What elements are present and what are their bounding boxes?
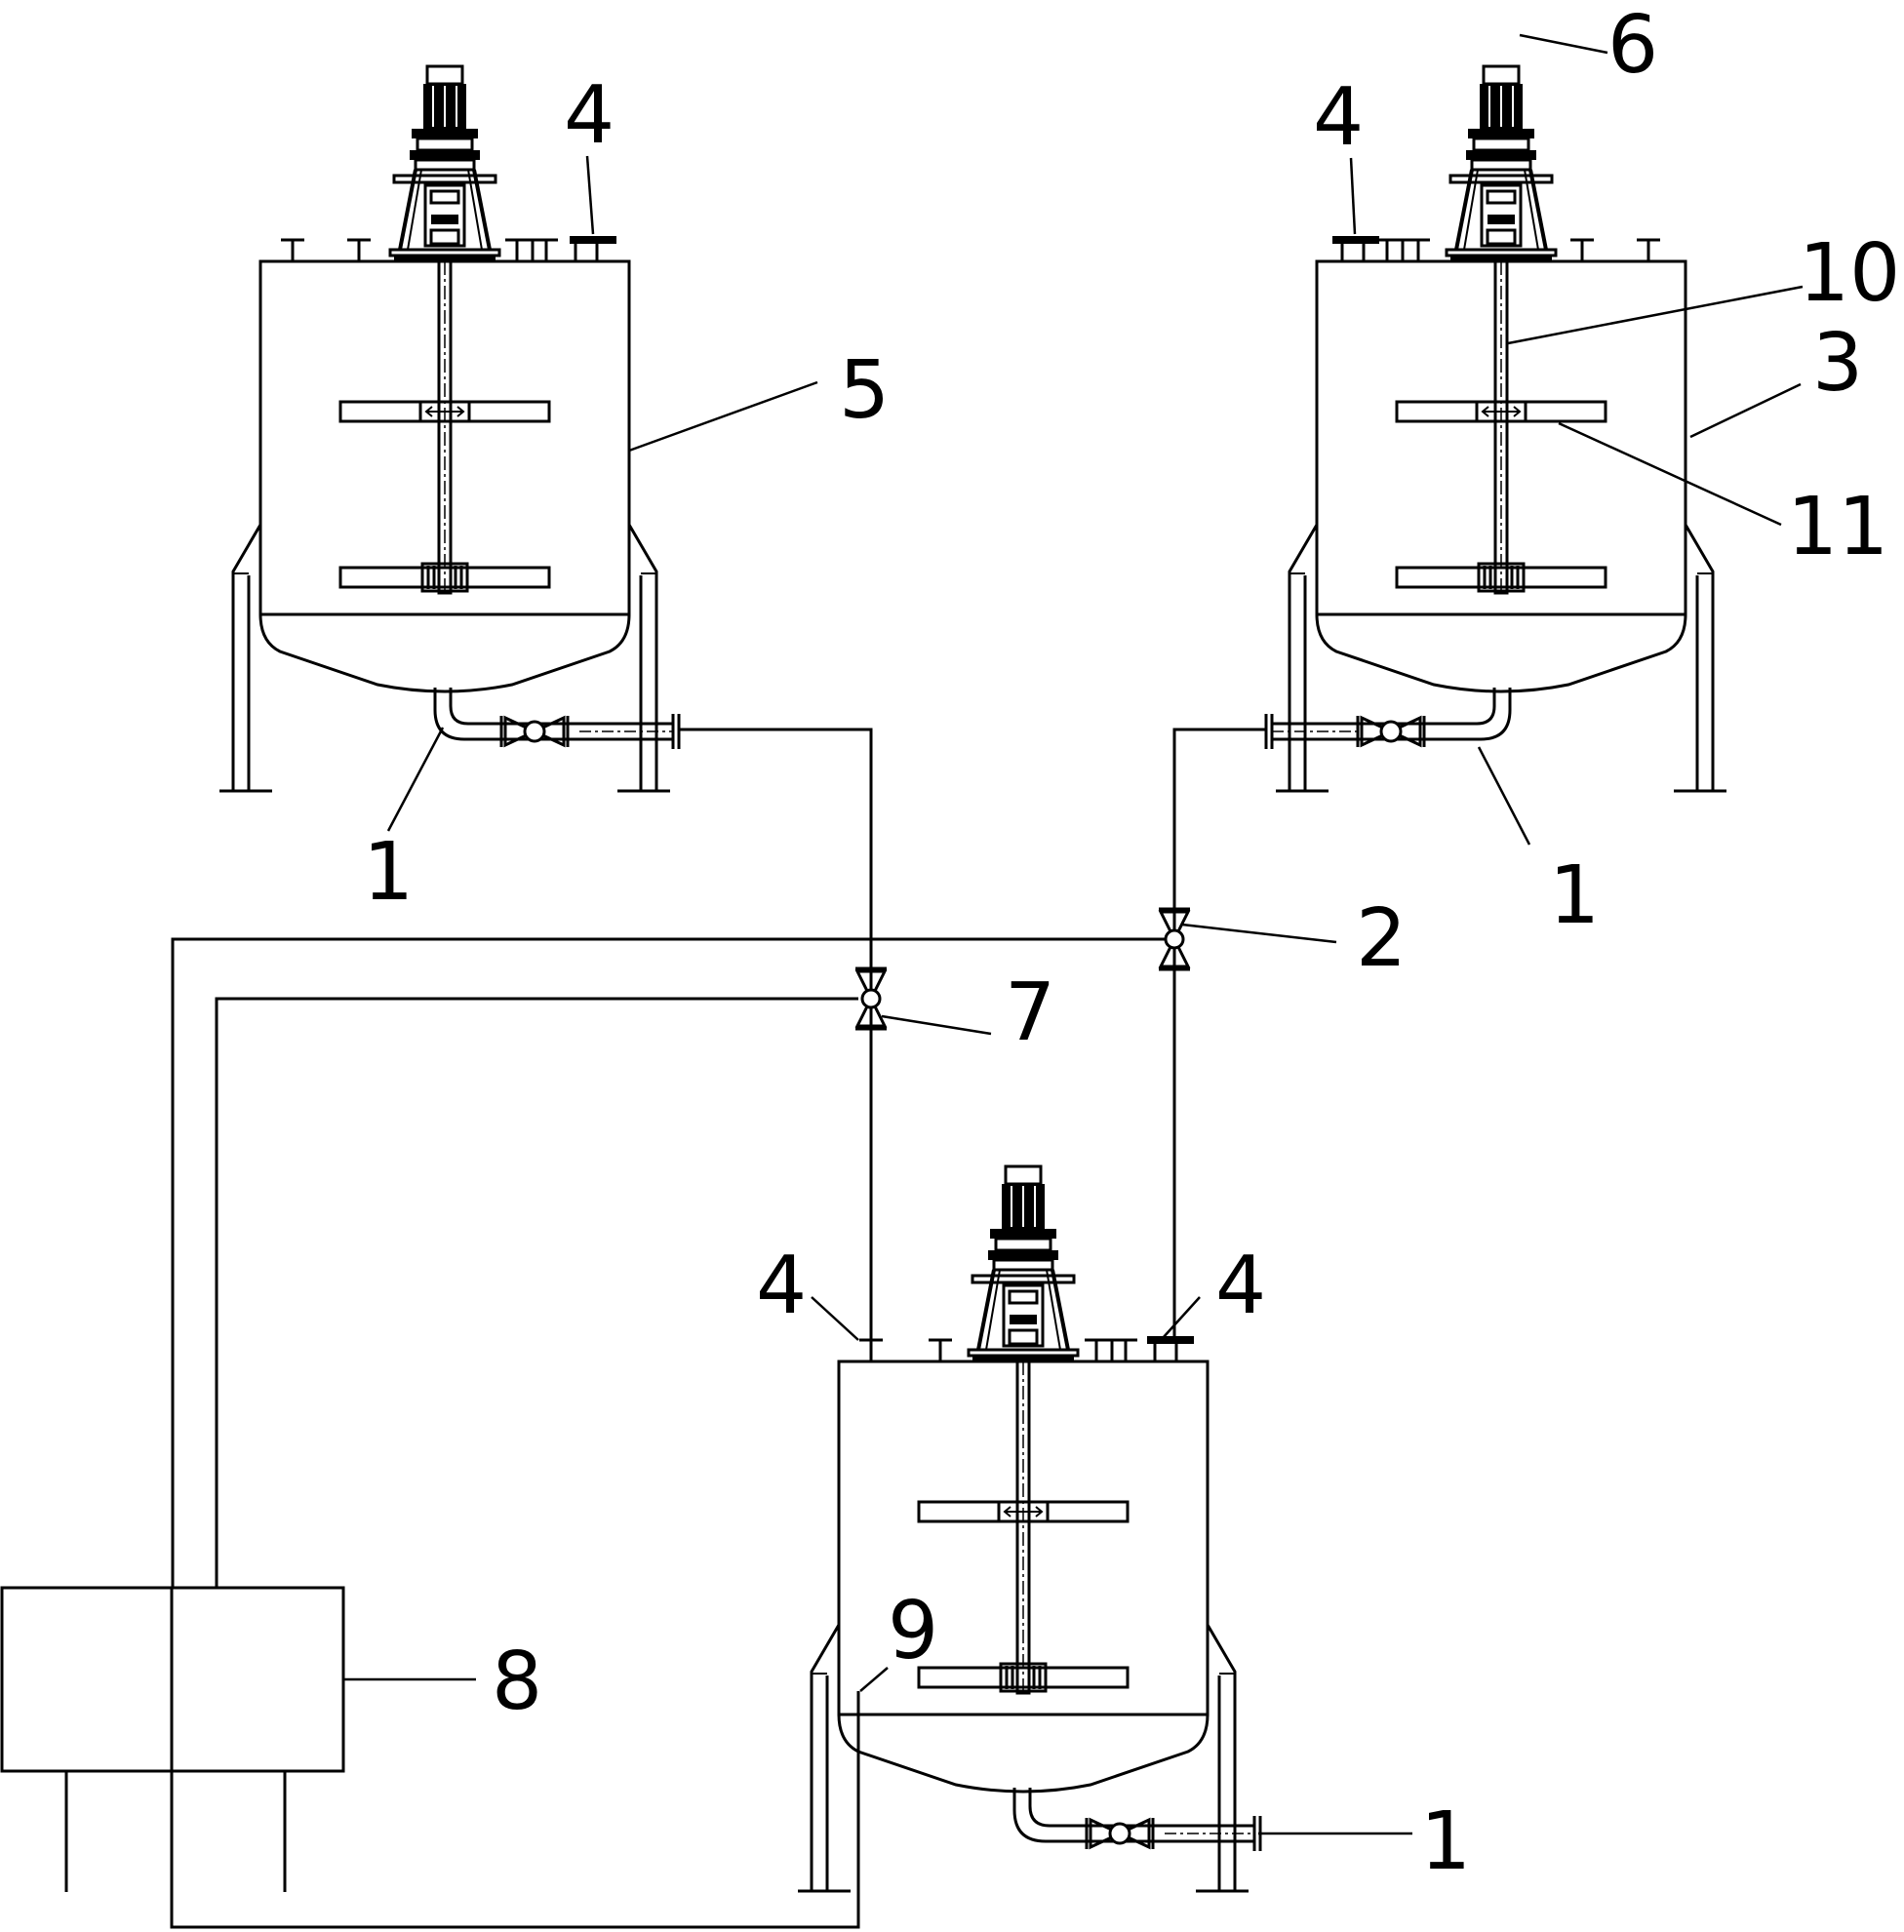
callout-11: 11	[1787, 481, 1888, 573]
leader-lines	[343, 33, 1804, 1835]
callout-4-bottom-left: 4	[756, 1240, 807, 1332]
piping	[64, 728, 1266, 1929]
callout-10: 10	[1799, 227, 1900, 320]
callout-1-right: 1	[1549, 849, 1600, 942]
callout-3: 3	[1812, 317, 1863, 410]
callout-7: 7	[1005, 966, 1055, 1059]
callout-4-tank-right: 4	[1313, 71, 1364, 164]
callout-4-tank-left: 4	[564, 69, 615, 162]
callout-5: 5	[839, 344, 890, 437]
callout-1-left: 1	[363, 826, 414, 919]
callout-6: 6	[1607, 0, 1658, 92]
callout-2: 2	[1356, 892, 1407, 985]
tank-right	[1264, 66, 1726, 791]
callout-8: 8	[492, 1636, 542, 1728]
callout-4-bottom-right: 4	[1215, 1240, 1266, 1332]
callout-9: 9	[888, 1585, 938, 1677]
tank-bottom	[798, 1166, 1262, 1891]
tank-left	[219, 66, 681, 791]
callout-1-bottom: 1	[1420, 1795, 1471, 1888]
callout-labels: 1 1 1 2 3 4 4 4 4 5 6 7 8 9 10 11	[363, 0, 1900, 1888]
